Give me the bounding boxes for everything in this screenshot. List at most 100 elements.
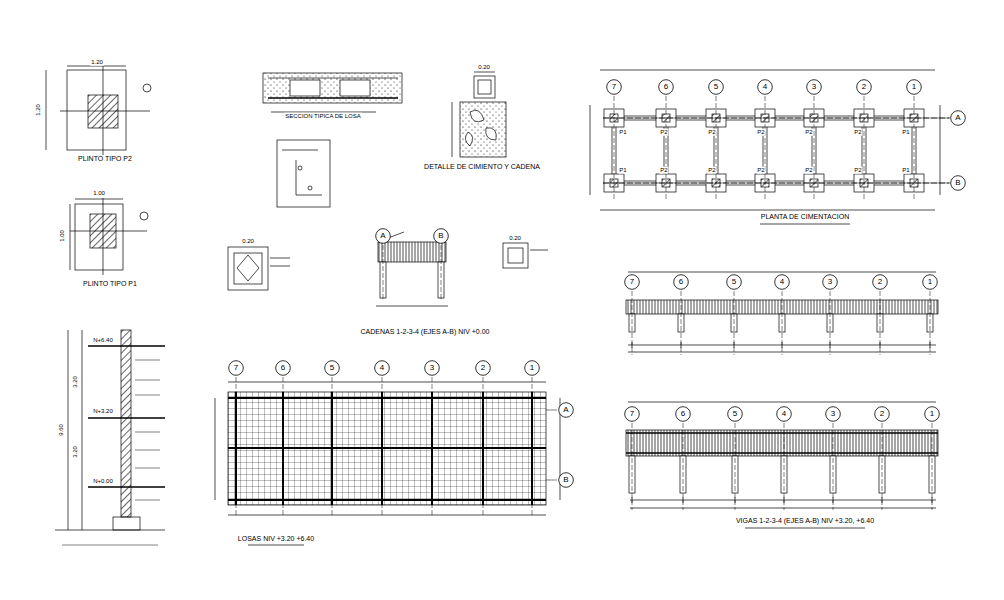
axis-bubble: 1	[924, 406, 940, 422]
dimension: 0.20	[241, 238, 255, 245]
axis-label: 7	[228, 360, 244, 376]
axis-label: 4	[374, 360, 390, 376]
view-title: PLANTA DE CIMENTACION	[760, 213, 850, 221]
axis-bubble: B	[433, 228, 449, 244]
axis-bubble: 7	[228, 360, 244, 376]
axis-bubble: 5	[324, 360, 340, 376]
axis-label: 1	[922, 274, 938, 290]
view-title: DETALLE DE CIMIENTO Y CADENA	[423, 163, 541, 171]
axis-bubble: 3	[822, 274, 838, 290]
axis-label: 3	[424, 360, 440, 376]
axis-bubble: 2	[872, 274, 888, 290]
axis-label: A	[950, 110, 966, 126]
axis-label: 6	[675, 406, 691, 422]
axis-label: A	[375, 228, 391, 244]
axis-label: 6	[275, 360, 291, 376]
axis-bubble: 6	[675, 406, 691, 422]
footing-mark: P2	[804, 167, 813, 174]
dimension: 1.20	[35, 103, 42, 117]
dimension: 0.20	[508, 235, 522, 242]
axis-label: 2	[856, 79, 872, 95]
axis-label: A	[558, 402, 574, 418]
axis-label: 7	[606, 79, 622, 95]
dimension: 1.00	[59, 229, 66, 243]
footing-mark: P1	[618, 129, 627, 136]
axis-bubble: 5	[708, 79, 724, 95]
axis-label: 7	[624, 274, 640, 290]
axis-label: 5	[727, 406, 743, 422]
dimension: 1.20	[90, 59, 104, 66]
axis-bubble: 1	[922, 274, 938, 290]
axis-bubble: 3	[806, 79, 822, 95]
axis-bubble: 4	[776, 406, 792, 422]
axis-bubble: 1	[906, 79, 922, 95]
axis-bubble: B	[558, 472, 574, 488]
axis-bubble: 7	[624, 274, 640, 290]
axis-bubble: 4	[774, 274, 790, 290]
axis-label: 5	[708, 79, 724, 95]
axis-bubble: 2	[874, 406, 890, 422]
axis-bubble: 7	[606, 79, 622, 95]
footing-mark: P2	[853, 167, 862, 174]
dimension: 3.20	[72, 375, 79, 389]
axis-bubble: 5	[726, 274, 742, 290]
view-title: VIGAS 1-2-3-4 (EJES A-B) NIV +3.20, +6.4…	[735, 517, 875, 525]
axis-bubble: 4	[757, 79, 773, 95]
dimension: 9.60	[58, 423, 65, 437]
axis-bubble: A	[950, 110, 966, 126]
view-title: CADENAS 1-2-3-4 (EJES A-B) NIV +0.00	[360, 328, 491, 336]
axis-bubble: 4	[374, 360, 390, 376]
dimension: 0.20	[477, 64, 491, 71]
axis-bubble: 5	[727, 406, 743, 422]
axis-label: 5	[726, 274, 742, 290]
axis-label: B	[433, 228, 449, 244]
axis-label: 2	[872, 274, 888, 290]
axis-label: 6	[658, 79, 674, 95]
footing-mark: P2	[804, 129, 813, 136]
footing-mark: P2	[756, 129, 765, 136]
view-title: PLINTO TIPO P2	[77, 155, 133, 163]
view-title: PLINTO TIPO P1	[82, 280, 138, 288]
axis-label: 5	[324, 360, 340, 376]
view-title: SECCION TIPICA DE LOSA	[284, 113, 362, 120]
level-mark: N+6.40	[92, 337, 114, 344]
axis-label: 4	[757, 79, 773, 95]
axis-label: 7	[624, 406, 640, 422]
axis-label: B	[950, 175, 966, 191]
axis-bubble: 2	[475, 360, 491, 376]
axis-bubble: 3	[424, 360, 440, 376]
axis-label: 4	[776, 406, 792, 422]
footing-mark: P2	[707, 129, 716, 136]
level-mark: N+0.00	[92, 478, 114, 485]
axis-label: 2	[475, 360, 491, 376]
axis-label: 6	[673, 274, 689, 290]
footing-mark: P2	[756, 167, 765, 174]
dimension: 1.00	[92, 190, 106, 197]
view-title: LOSAS NIV +3.20 +6.40	[237, 535, 315, 543]
axis-bubble: 6	[275, 360, 291, 376]
axis-bubble: 3	[825, 406, 841, 422]
axis-label: 1	[524, 360, 540, 376]
dimension: 3.20	[72, 445, 79, 459]
axis-bubble: 6	[673, 274, 689, 290]
axis-bubble: 7	[624, 406, 640, 422]
axis-label: 3	[822, 274, 838, 290]
footing-mark: P1	[618, 167, 627, 174]
axis-bubble: B	[950, 175, 966, 191]
axis-bubble: 1	[524, 360, 540, 376]
axis-label: 2	[874, 406, 890, 422]
axis-label: 1	[906, 79, 922, 95]
axis-label: 3	[825, 406, 841, 422]
axis-bubble: A	[558, 402, 574, 418]
axis-label: B	[558, 472, 574, 488]
axis-label: 4	[774, 274, 790, 290]
footing-mark: P2	[659, 129, 668, 136]
level-mark: N+3.20	[92, 408, 114, 415]
footing-mark: P2	[707, 167, 716, 174]
footing-mark: P2	[659, 167, 668, 174]
axis-bubble: 6	[658, 79, 674, 95]
footing-mark: P2	[853, 129, 862, 136]
axis-bubble: A	[375, 228, 391, 244]
footing-mark: P1	[901, 129, 910, 136]
